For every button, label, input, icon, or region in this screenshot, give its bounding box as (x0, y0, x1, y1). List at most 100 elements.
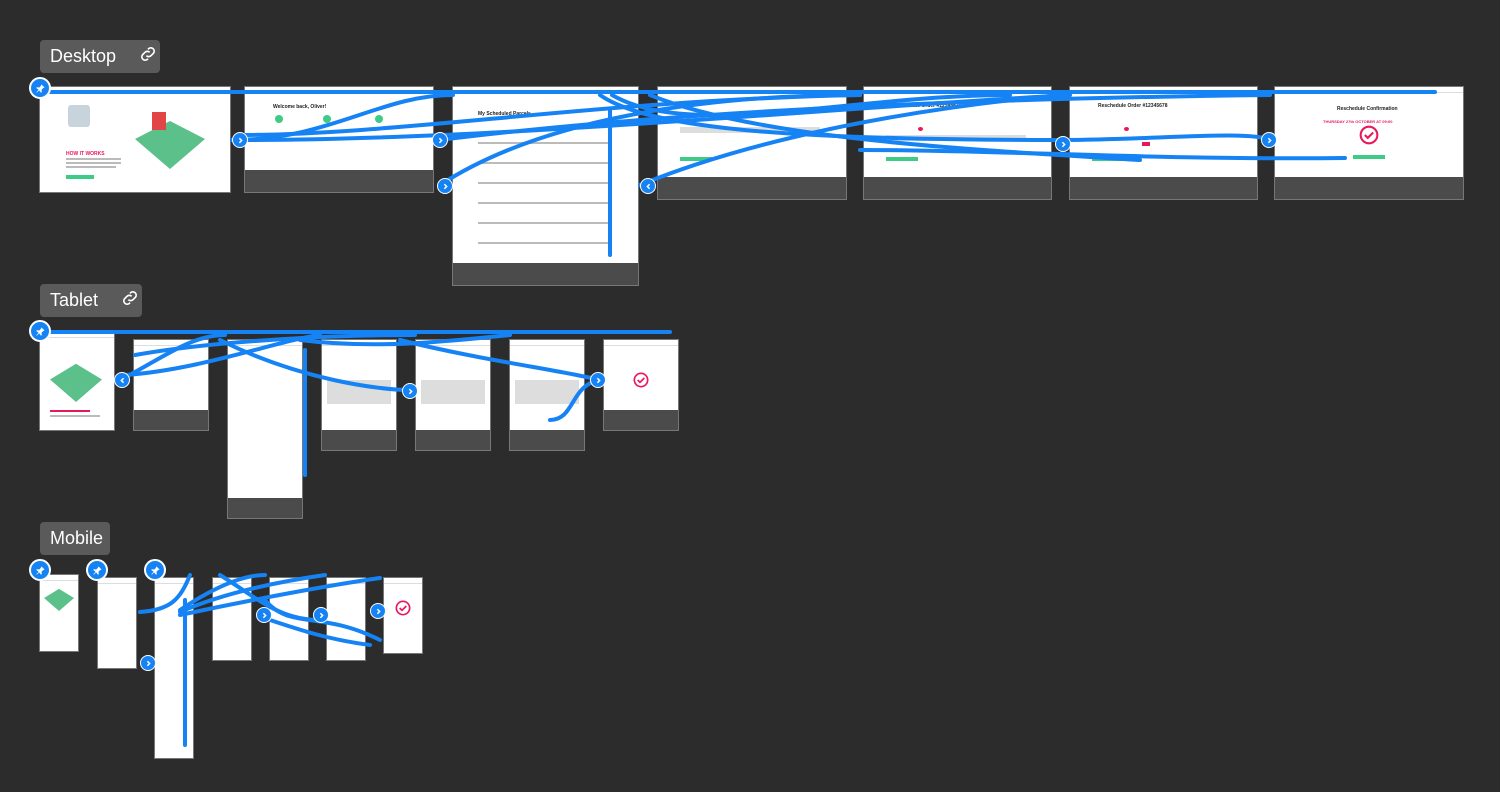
frame-nav (40, 575, 78, 581)
text-line (66, 158, 121, 160)
chevron-right-icon (262, 612, 267, 618)
chevron-right-icon (238, 137, 243, 143)
frame-footer (1070, 177, 1257, 199)
welcome-title: Welcome back, Oliver! (273, 104, 327, 110)
frame-nav (510, 340, 584, 346)
table-row (478, 202, 608, 204)
confirm-button[interactable] (886, 157, 918, 161)
mobile-section-label[interactable]: Mobile (40, 522, 110, 555)
frame-footer (134, 410, 208, 430)
table-row (478, 182, 608, 184)
status-dot (323, 115, 331, 123)
chevron-left-icon (119, 377, 124, 383)
connection-chevron[interactable] (313, 607, 329, 623)
connection-chevron[interactable] (640, 178, 656, 194)
tablet-confirmation-frame[interactable] (604, 340, 678, 430)
frame-footer (416, 430, 490, 450)
frame-footer (245, 170, 433, 192)
mobile-reschedule-frame-3[interactable] (327, 578, 365, 660)
connection-chevron[interactable] (232, 132, 248, 148)
text-line (66, 166, 116, 168)
how-it-works-title: HOW IT WORKS (66, 151, 105, 157)
frame-nav (384, 578, 422, 584)
link-icon[interactable] (138, 44, 158, 69)
frame-nav (155, 578, 193, 584)
drone-illustration (68, 105, 90, 127)
mobile-welcome-frame[interactable] (98, 578, 136, 668)
time-slot-grid (421, 380, 485, 404)
mobile-start-pin[interactable] (29, 559, 51, 581)
desktop-section-label[interactable]: Desktop (40, 40, 160, 73)
desktop-reschedule-frame-1[interactable] (658, 87, 846, 199)
parcel-illustration (152, 112, 166, 130)
frame-nav (604, 340, 678, 346)
checkmark-icon (1359, 125, 1379, 145)
frame-footer (510, 430, 584, 450)
chevron-right-icon (1267, 137, 1272, 143)
home-button[interactable] (1353, 155, 1385, 159)
selected-time[interactable] (1142, 142, 1150, 146)
tablet-section-label[interactable]: Tablet (40, 284, 142, 317)
mobile-how-it-works-frame[interactable] (40, 575, 78, 651)
frame-footer (1275, 177, 1463, 199)
tablet-start-pin[interactable] (29, 320, 51, 342)
connection-chevron[interactable] (370, 603, 386, 619)
reschedule-title: Reschedule Order #12345678 (1098, 103, 1168, 109)
frame-footer (453, 263, 638, 285)
cta-button[interactable] (66, 175, 94, 179)
connection-chevron[interactable] (256, 607, 272, 623)
desktop-start-pin[interactable] (29, 77, 51, 99)
text-line (50, 415, 100, 417)
mobile-confirmation-frame[interactable] (384, 578, 422, 653)
connection-chevron[interactable] (402, 383, 418, 399)
chevron-right-icon (443, 183, 448, 189)
connection-chevron[interactable] (1261, 132, 1277, 148)
chevron-right-icon (146, 660, 151, 666)
desktop-label-text: Desktop (50, 46, 117, 66)
chevron-left-icon (645, 183, 650, 189)
connection-chevron[interactable] (140, 655, 156, 671)
table-row (478, 142, 608, 144)
parcels-title: My Scheduled Parcels (478, 111, 531, 117)
chevron-right-icon (319, 612, 324, 618)
tablet-how-it-works-frame[interactable] (40, 332, 114, 430)
connection-chevron[interactable] (437, 178, 453, 194)
connection-chevron[interactable] (590, 372, 606, 388)
table-row (478, 162, 608, 164)
pin-icon (35, 326, 45, 336)
frame-footer (864, 177, 1051, 199)
frame-footer (658, 177, 846, 199)
chevron-right-icon (438, 137, 443, 143)
confirm-button[interactable] (680, 157, 712, 161)
mobile-label-text: Mobile (50, 528, 104, 548)
chevron-right-icon (408, 388, 413, 394)
tablet-welcome-frame[interactable] (134, 340, 208, 430)
tablet-reschedule-frame-3[interactable] (510, 340, 584, 450)
link-icon[interactable] (120, 288, 140, 313)
connection-chevron[interactable] (114, 372, 130, 388)
pin-icon (150, 565, 160, 575)
table-row (478, 222, 608, 224)
checkmark-icon (395, 600, 411, 616)
confirmation-title: Reschedule Confirmation (1337, 106, 1398, 112)
confirmation-date: THURSDAY 27th OCTOBER AT 09:00 (1323, 119, 1393, 124)
desktop-confirmation-frame[interactable]: Reschedule Confirmation THURSDAY 27th OC… (1275, 87, 1463, 199)
connection-chevron[interactable] (432, 132, 448, 148)
mobile-start-pin[interactable] (144, 559, 166, 581)
pin-icon (35, 565, 45, 575)
status-dot (275, 115, 283, 123)
connection-chevron[interactable] (1055, 136, 1071, 152)
frame-footer (322, 430, 396, 450)
frame-nav (134, 340, 208, 346)
frame-footer (228, 498, 302, 518)
chevron-right-icon (1061, 141, 1066, 147)
selected-date[interactable] (918, 127, 923, 131)
chevron-right-icon (376, 608, 381, 614)
frame-nav (40, 332, 114, 338)
mobile-start-pin[interactable] (86, 559, 108, 581)
checkmark-icon (633, 372, 649, 388)
heading-line (50, 410, 90, 412)
frame-nav (416, 340, 490, 346)
selected-date[interactable] (1124, 127, 1129, 131)
